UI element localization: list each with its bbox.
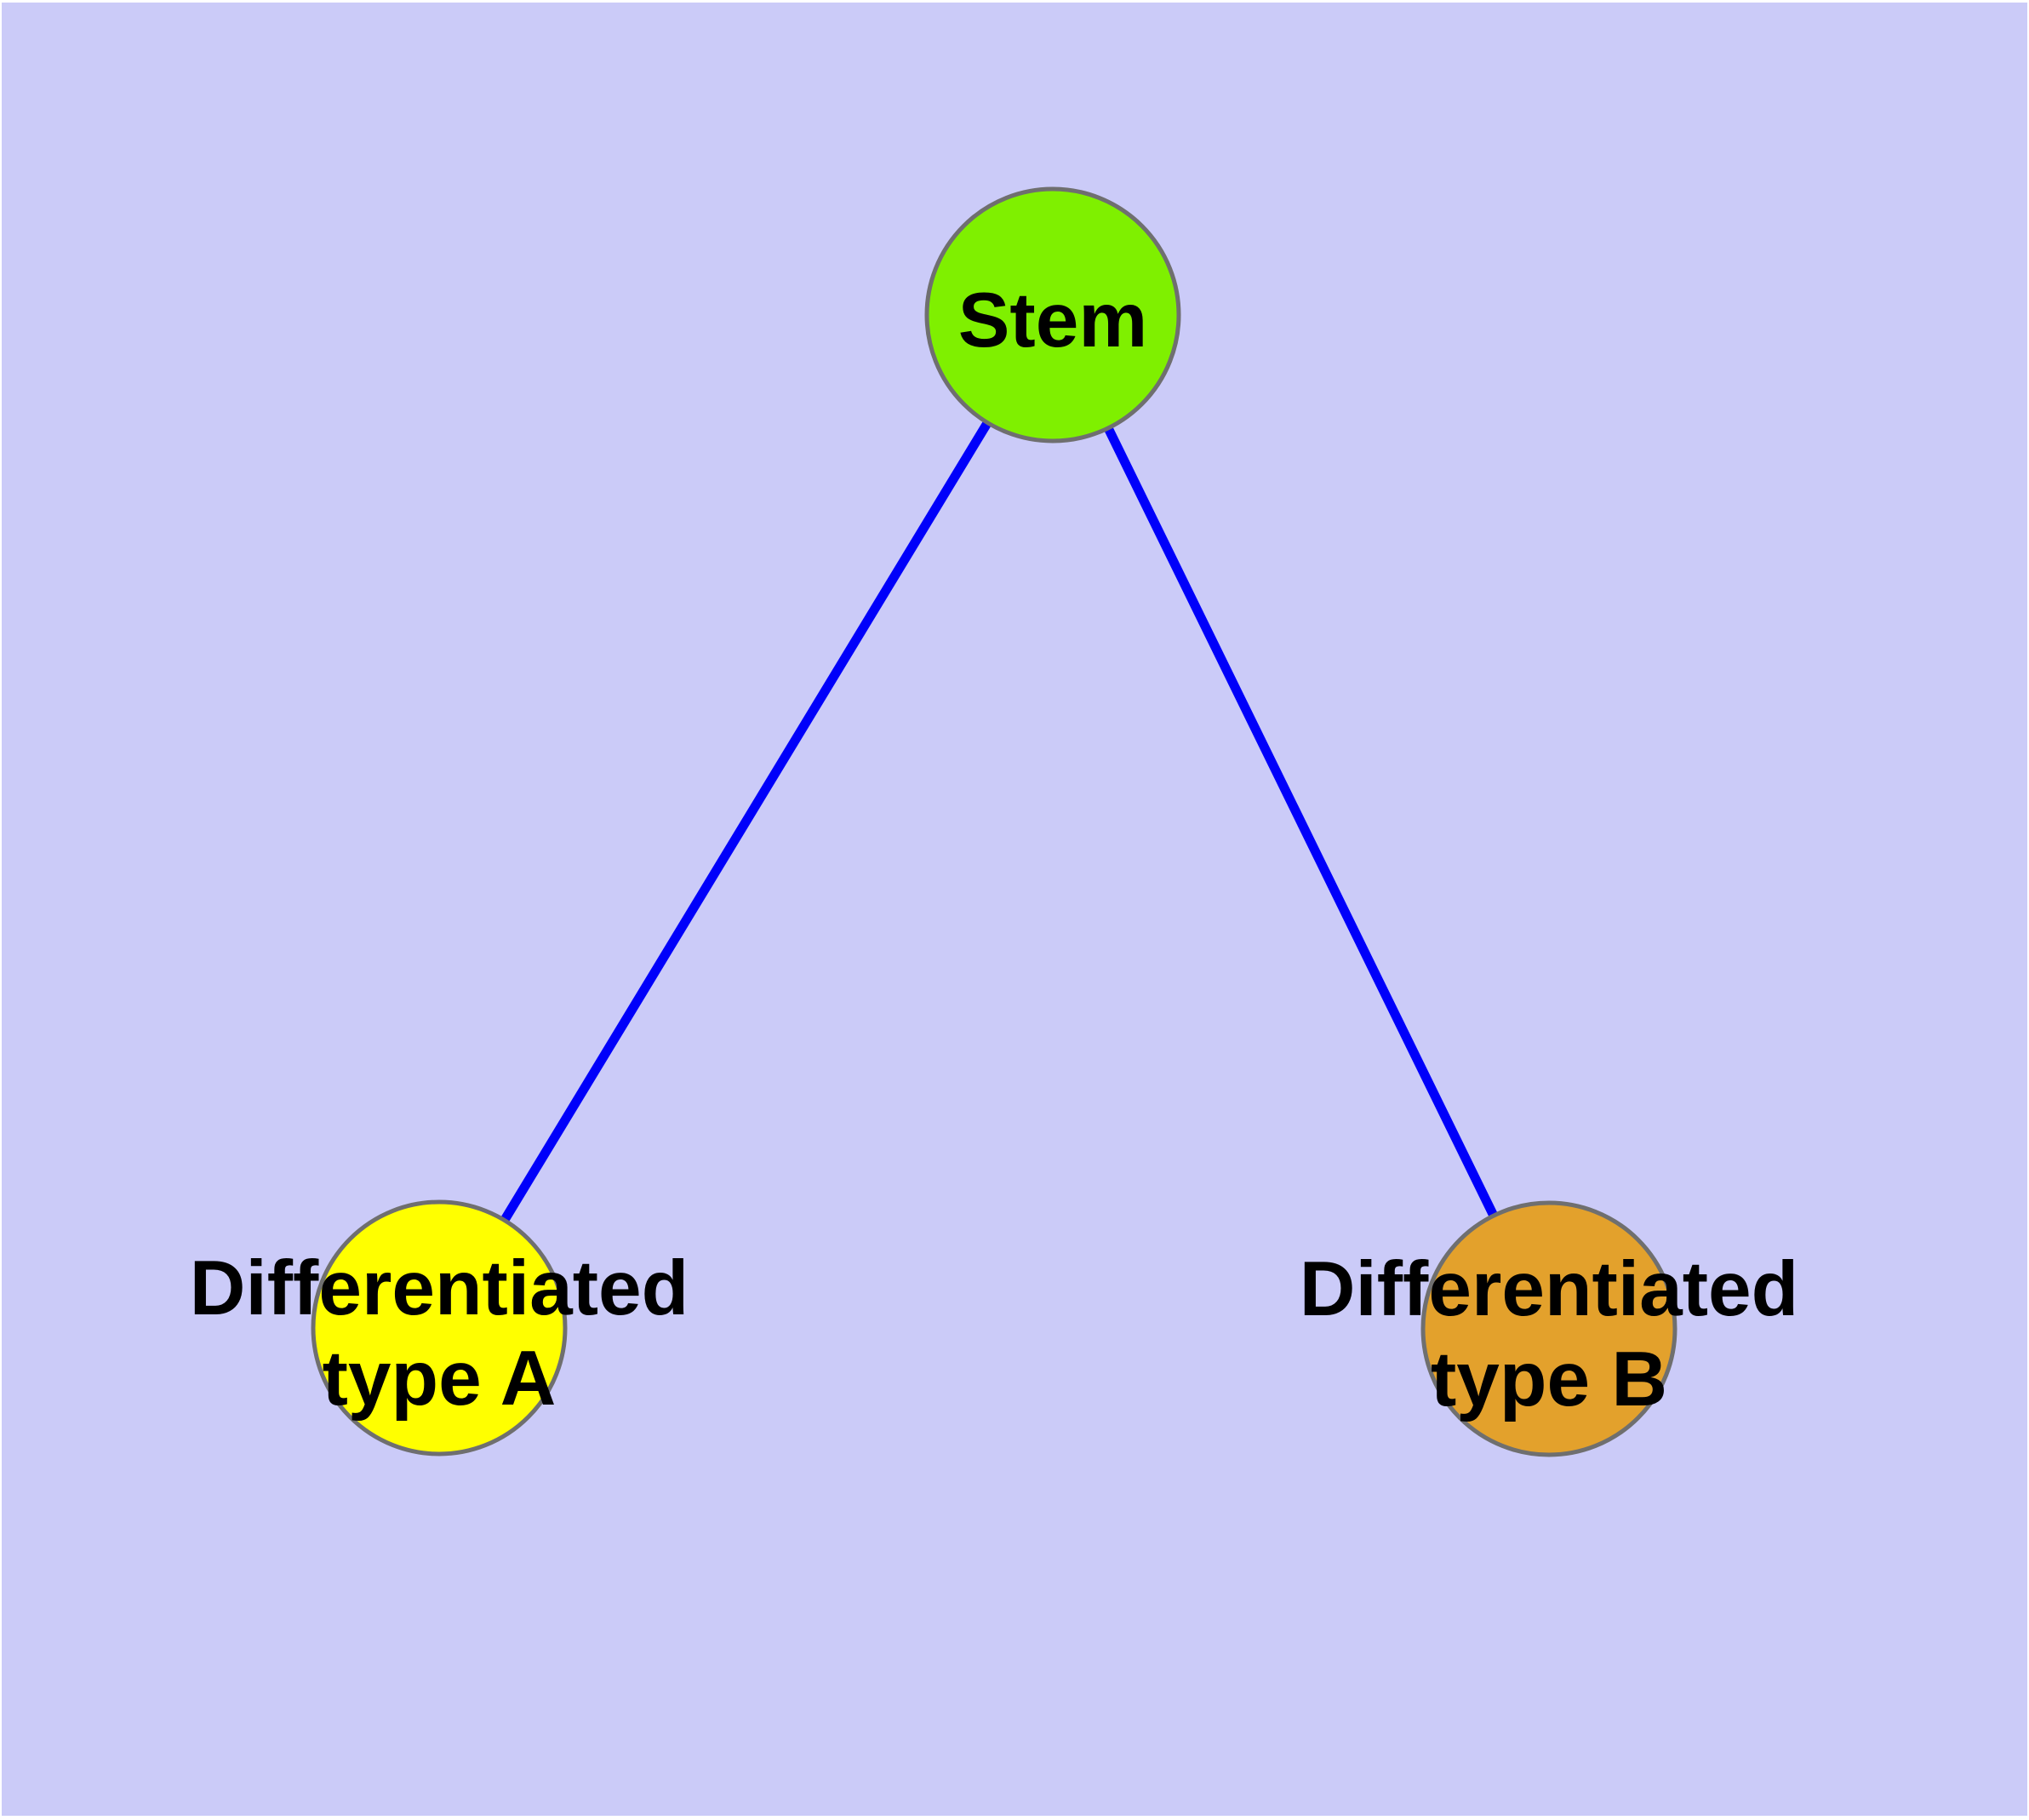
node-stem-circle: [924, 186, 1181, 444]
node-differentiated-type-b-circle: [1420, 1200, 1677, 1457]
edge-stem-to-differentiated-type-a: [435, 312, 1057, 1331]
node-differentiated-type-a-circle: [311, 1199, 568, 1457]
node-layer: [311, 186, 1677, 1457]
edge-stem-to-differentiated-type-b: [1049, 312, 1553, 1331]
node-stem-label: Stem: [958, 278, 1148, 363]
edge-layer: [435, 312, 1553, 1331]
